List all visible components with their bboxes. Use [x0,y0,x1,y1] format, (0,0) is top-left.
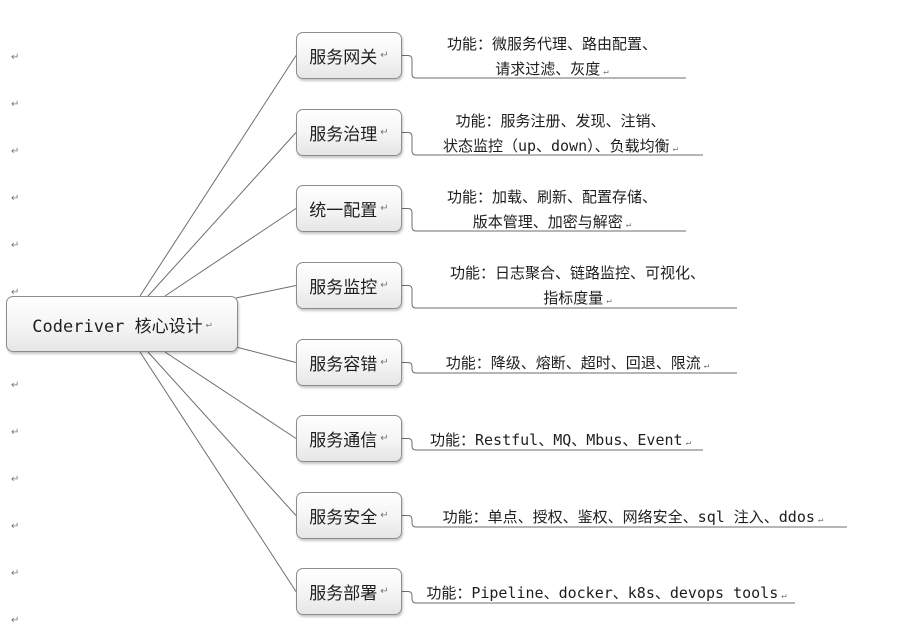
margin-paragraph-mark-icon: ↵ [11,427,20,438]
connector-root-to-communication [164,351,297,439]
connector-root-to-config [164,208,297,297]
paragraph-mark-icon: ↵ [606,296,612,306]
margin-paragraph-mark-icon: ↵ [11,380,20,391]
branch-label: 服务监控 [309,278,378,298]
branch-node-communication[interactable]: 服务通信 ↵ [296,415,402,462]
leaf-line-end: 功能：单点、授权、鉴权、网络安全、sql 注入、ddos↵ [418,505,848,533]
leaf-security-features: 功能：单点、授权、鉴权、网络安全、sql 注入、ddos↵ [418,505,848,533]
leaf-fault-tolerance-features: 功能：降级、熔断、超时、回退、限流↵ [418,351,737,379]
leaf-line: 功能：服务注册、发现、注销、 [455,112,666,130]
leaf-line-end: 功能：Restful、MQ、Mbus、Event↵ [418,428,703,456]
branch-label: 服务部署 [309,584,378,604]
connector-config-to-leaf [402,208,686,232]
paragraph-mark-icon: ↵ [380,280,389,291]
margin-paragraph-mark-icon: ↵ [11,146,20,157]
connector-root-to-governance [147,132,297,297]
branch-label: 服务安全 [309,508,378,528]
leaf-line: 功能：微服务代理、路由配置、 [446,35,657,53]
branch-node-security[interactable]: 服务安全 ↵ [296,492,402,539]
paragraph-mark-icon: ↵ [685,438,691,448]
connector-root-to-monitoring [235,285,297,299]
leaf-line: 功能：日志聚合、链路监控、可视化、 [449,264,705,282]
connector-monitoring-to-leaf [402,285,737,309]
branch-label: 服务容错 [309,355,378,375]
leaf-line-end: 版本管理、加密与解密↵ [418,210,686,238]
branch-label: 服务通信 [309,431,378,451]
leaf-line: 功能：加载、刷新、配置存储、 [446,188,657,206]
margin-paragraph-mark-icon: ↵ [11,99,20,110]
leaf-config-features: 功能：加载、刷新、配置存储、 版本管理、加密与解密↵ [418,185,686,238]
leaf-line: 指标度量 [543,289,604,307]
margin-paragraph-mark-icon: ↵ [11,287,20,298]
paragraph-mark-icon: ↵ [380,203,389,214]
margin-paragraph-mark-icon: ↵ [11,52,20,63]
root-label: Coderiver 核心设计 [32,316,203,337]
paragraph-mark-icon: ↵ [380,433,389,444]
branch-label: 服务治理 [309,125,378,145]
connector-root-to-deployment [139,351,297,592]
connector-gateway-to-leaf [402,55,686,79]
leaf-line: 状态监控（up、down）、负载均衡 [442,137,670,155]
leaf-line: 请求过滤、灰度 [495,60,601,78]
margin-paragraph-mark-icon: ↵ [11,474,20,485]
paragraph-mark-icon: ↵ [817,515,824,525]
connector-communication-to-leaf [402,438,703,451]
leaf-line-end: 指标度量↵ [418,286,737,314]
paragraph-mark-icon: ↵ [380,510,389,521]
connector-deployment-to-leaf [402,591,795,604]
connector-fault-tolerance-to-leaf [402,362,737,374]
connector-root-to-gateway [139,55,297,297]
branch-label: 统一配置 [309,201,378,221]
branch-node-gateway[interactable]: 服务网关 ↵ [296,32,402,79]
connector-governance-to-leaf [402,132,703,156]
leaf-line: 功能：Pipeline、docker、k8s、devops tools [426,584,779,602]
leaf-line-end: 功能：降级、熔断、超时、回退、限流↵ [418,351,737,379]
connector-root-to-security [147,351,297,516]
leaf-line: 版本管理、加密与解密 [472,213,623,231]
leaf-line-end: 功能：Pipeline、docker、k8s、devops tools↵ [418,581,795,609]
margin-paragraph-mark-icon: ↵ [11,521,20,532]
paragraph-mark-icon: ↵ [205,318,212,330]
paragraph-mark-icon: ↵ [380,50,389,61]
leaf-communication-features: 功能：Restful、MQ、Mbus、Event↵ [418,428,703,456]
leaf-line-end: 状态监控（up、down）、负载均衡↵ [418,134,703,162]
margin-paragraph-mark-icon: ↵ [11,568,20,579]
branch-node-monitoring[interactable]: 服务监控 ↵ [296,262,402,309]
paragraph-mark-icon: ↵ [781,591,787,601]
leaf-line-end: 请求过滤、灰度↵ [418,57,686,85]
leaf-line: 功能：单点、授权、鉴权、网络安全、sql 注入、ddos [442,508,815,526]
leaf-deployment-features: 功能：Pipeline、docker、k8s、devops tools↵ [418,581,795,609]
branch-node-config[interactable]: 统一配置 ↵ [296,185,402,232]
paragraph-mark-icon: ↵ [380,586,389,597]
paragraph-mark-icon: ↵ [625,220,632,230]
paragraph-mark-icon: ↵ [672,144,679,154]
leaf-gateway-features: 功能：微服务代理、路由配置、 请求过滤、灰度↵ [418,32,686,85]
branch-node-governance[interactable]: 服务治理 ↵ [296,109,402,156]
leaf-monitoring-features: 功能：日志聚合、链路监控、可视化、 指标度量↵ [418,261,737,314]
connector-security-to-leaf [402,515,847,528]
margin-paragraph-mark-icon: ↵ [11,193,20,204]
leaf-governance-features: 功能：服务注册、发现、注销、 状态监控（up、down）、负载均衡↵ [418,109,703,162]
margin-paragraph-mark-icon: ↵ [11,240,20,251]
paragraph-mark-icon: ↵ [380,127,389,138]
margin-paragraph-mark-icon: ↵ [11,615,20,626]
leaf-line: 功能：Restful、MQ、Mbus、Event [430,431,683,449]
branch-node-deployment[interactable]: 服务部署 ↵ [296,568,402,615]
paragraph-mark-icon: ↵ [380,357,389,368]
root-node[interactable]: Coderiver 核心设计 ↵ [6,296,238,352]
leaf-line: 功能：降级、熔断、超时、回退、限流 [445,354,701,372]
branch-node-fault-tolerance[interactable]: 服务容错 ↵ [296,339,402,386]
paragraph-mark-icon: ↵ [603,67,609,77]
branch-label: 服务网关 [309,48,378,68]
paragraph-mark-icon: ↵ [703,361,710,371]
connector-root-to-fault-tolerance [235,346,297,363]
